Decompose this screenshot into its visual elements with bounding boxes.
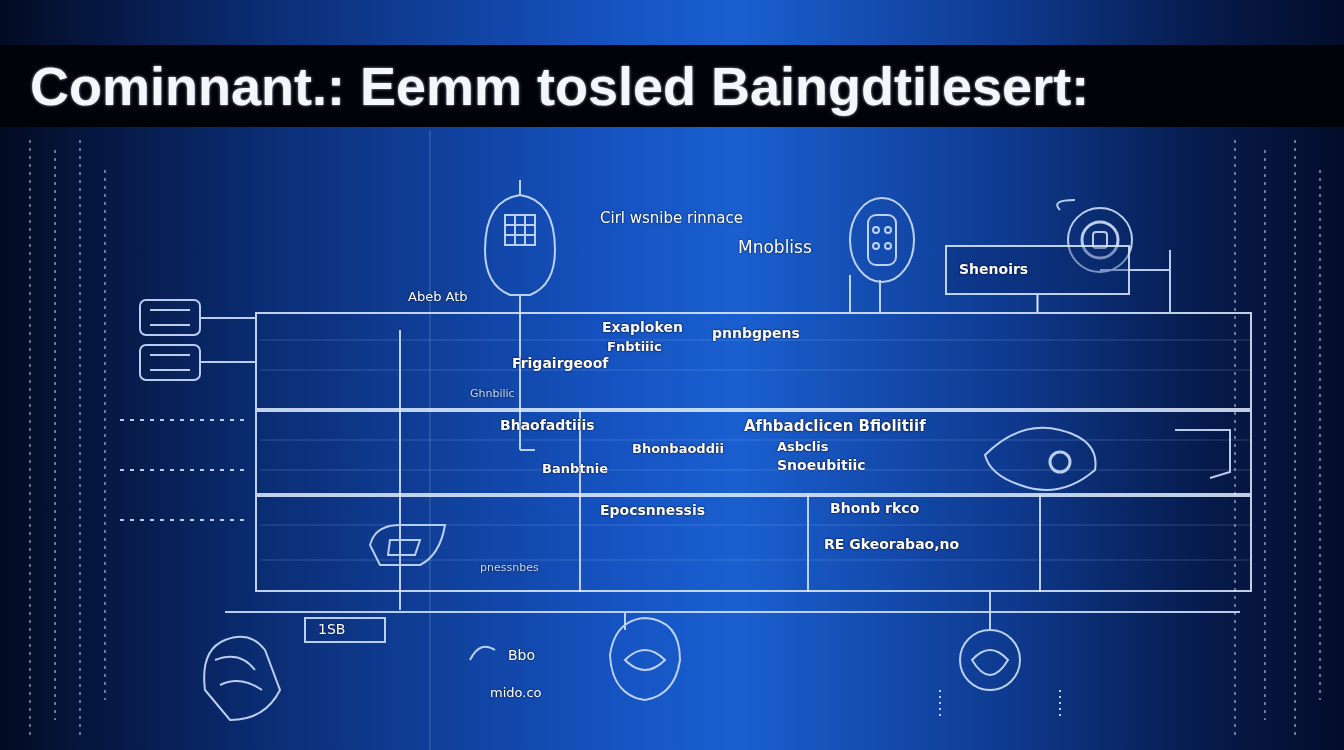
node-text: pnnbgpens: [712, 326, 800, 341]
node-text: Shenoirs: [959, 262, 1028, 277]
node-text: Bhaofadtiiis: [500, 418, 595, 433]
node-text: Afhbadclicen Bfiolitiif: [744, 418, 926, 435]
band-row: BhaofadtiiisBhonbaoddiiBanbtnie Afhbadcli…: [255, 410, 1252, 495]
node-text: Exaploken: [602, 320, 683, 335]
node-text: Frigairgeoof: [512, 356, 608, 371]
band-row: Epocsnnessis Bhonb rkco RE Gkeorabao,no: [255, 495, 1252, 592]
sensor-box: Shenoirs: [945, 245, 1130, 295]
annotation-label: Mnobliss: [738, 238, 812, 257]
diagram-title: Cominnant.: Eemm tosled Baingdtilesert:: [30, 55, 1089, 117]
node-text: Snoeubitiic: [777, 458, 866, 473]
annotation-label: 1SB: [318, 622, 345, 637]
annotation-label: pnessnbes: [480, 562, 539, 574]
annotation-label: Abeb Atb: [408, 290, 468, 304]
connector-line: [1037, 295, 1039, 312]
band-row: Exaploken pnnbgpensFnbtiiicFrigairgeoof: [255, 312, 1252, 410]
annotation-label: mido.co: [490, 686, 542, 700]
node-text: Banbtnie: [542, 462, 608, 476]
node-text: RE Gkeorabao,no: [824, 537, 959, 552]
annotation-label: Ghnbilic: [470, 388, 515, 400]
node-text: Epocsnnessis: [600, 503, 705, 518]
node-text: Asbclis: [777, 440, 828, 454]
annotation-label: Cirl wsnibe rinnace: [600, 210, 743, 227]
node-text: Fnbtiiic: [607, 340, 662, 354]
annotation-label: Bbo: [508, 648, 535, 663]
node-text: Bhonbaoddii: [632, 442, 724, 456]
node-text: Bhonb rkco: [830, 501, 919, 516]
